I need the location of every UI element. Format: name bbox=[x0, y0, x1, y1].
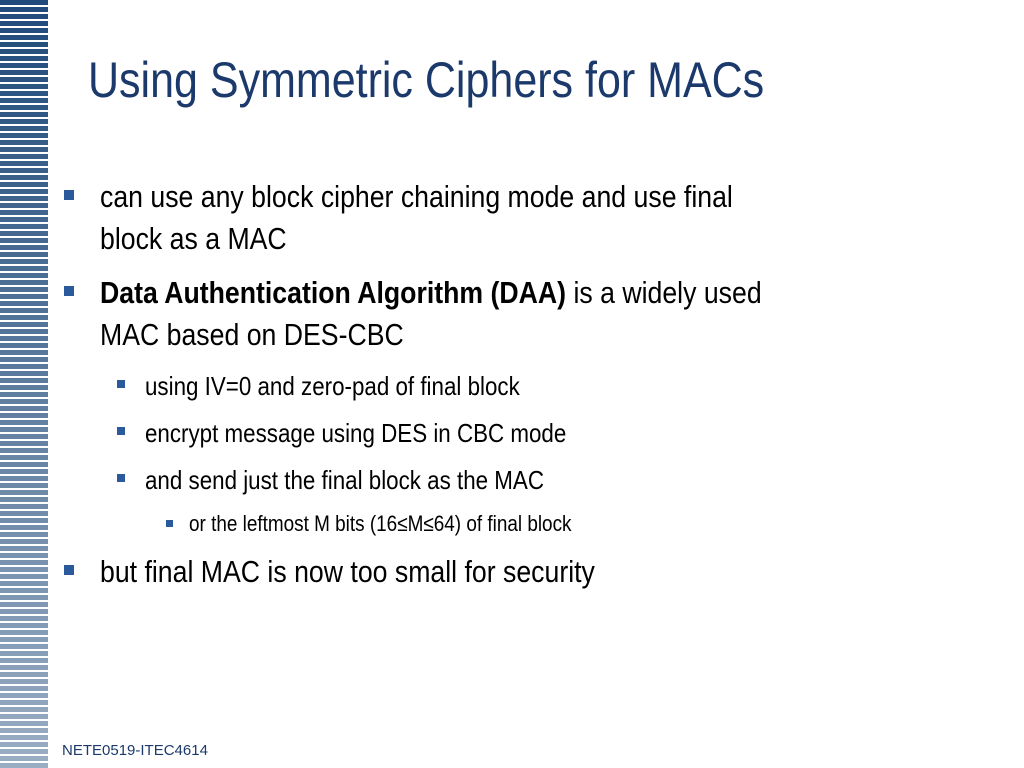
bullet-item: can use any block cipher chaining mode a… bbox=[62, 176, 942, 260]
bullet-item: Data Authentication Algorithm (DAA) is a… bbox=[62, 272, 942, 356]
sub-bullet-item: using IV=0 and zero-pad of final block bbox=[62, 368, 942, 404]
slide-title: Using Symmetric Ciphers for MACs bbox=[88, 52, 765, 108]
sub-bullet-text: using IV=0 and zero-pad of final block bbox=[145, 371, 520, 401]
square-bullet-icon bbox=[64, 286, 74, 296]
sub-bullet-item: and send just the final block as the MAC bbox=[62, 462, 942, 498]
bullet-text-line: can use any block cipher chaining mode a… bbox=[100, 179, 733, 214]
sub-bullet-item: encrypt message using DES in CBC mode bbox=[62, 415, 942, 451]
bullet-text: Data Authentication Algorithm (DAA) is a… bbox=[100, 272, 917, 356]
decorative-stripe-bar bbox=[0, 0, 48, 768]
bullet-text-line: block as a MAC bbox=[100, 221, 287, 256]
slide-footer: NETE0519-ITEC4614 bbox=[62, 742, 208, 759]
sub-bullet-text: encrypt message using DES in CBC mode bbox=[145, 418, 567, 448]
bullet-list: can use any block cipher chaining mode a… bbox=[62, 176, 942, 605]
sub-bullet-text: and send just the final block as the MAC bbox=[145, 465, 544, 495]
sub-sub-bullet-item: or the leftmost M bits (16≤M≤64) of fina… bbox=[62, 509, 942, 539]
square-bullet-icon bbox=[117, 380, 125, 388]
square-bullet-icon bbox=[117, 427, 125, 435]
bullet-item: but final MAC is now too small for secur… bbox=[62, 551, 942, 593]
square-bullet-icon bbox=[166, 520, 173, 527]
square-bullet-icon bbox=[64, 565, 74, 575]
bold-term: Data Authentication Algorithm (DAA) bbox=[100, 275, 567, 310]
bullet-text: can use any block cipher chaining mode a… bbox=[100, 176, 917, 260]
bullet-text-continuation: is a widely used bbox=[566, 275, 762, 310]
bullet-text-line: MAC based on DES-CBC bbox=[100, 317, 404, 352]
bullet-text: but final MAC is now too small for secur… bbox=[100, 554, 595, 589]
square-bullet-icon bbox=[117, 474, 125, 482]
square-bullet-icon bbox=[64, 190, 74, 200]
sub-sub-bullet-text: or the leftmost M bits (16≤M≤64) of fina… bbox=[189, 511, 572, 536]
